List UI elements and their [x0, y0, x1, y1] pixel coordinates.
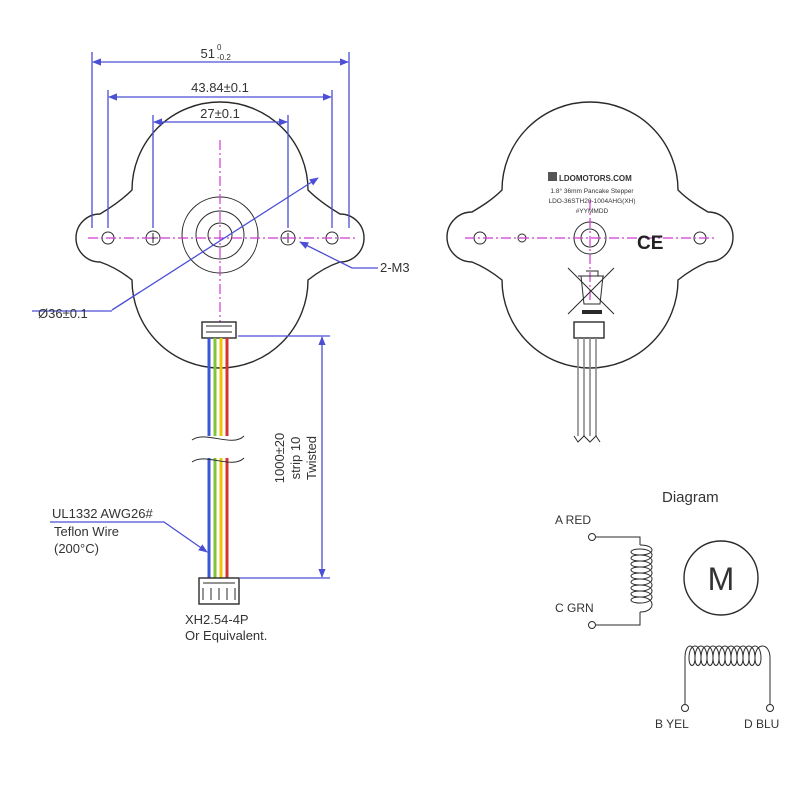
cable-exit — [201, 321, 237, 339]
brand-text: LDOMOTORS.COM — [559, 174, 632, 183]
brand-logo-icon — [548, 172, 557, 181]
front-hub-inner — [207, 222, 233, 248]
back-text-line3: #YYMMDD — [576, 208, 609, 215]
dim-width-tol-lower: -0.2 — [217, 53, 231, 62]
wire-spec-label-2: Teflon Wire — [54, 524, 119, 539]
dim-diameter-leader — [111, 177, 319, 311]
label-b-yel: B YEL — [655, 717, 689, 731]
back-text-line1: 1.8° 36mm Pancake Stepper — [550, 187, 634, 195]
label-c-grn: C GRN — [555, 601, 594, 615]
terminal-a — [588, 533, 596, 541]
dim-cable-label-1: 1000±20 — [272, 433, 287, 484]
wire-bundle — [190, 338, 246, 578]
wire-spec-label-3: (200°C) — [54, 541, 99, 556]
xh-connector — [198, 577, 240, 605]
motor-symbol-label: M — [708, 561, 735, 597]
motor-symbol — [683, 540, 759, 616]
dim-cable-label-2: strip 10 — [288, 437, 303, 480]
wire-break — [190, 436, 246, 458]
back-cable-exit — [573, 321, 605, 339]
terminal-d — [766, 704, 774, 712]
connector-label-1: XH2.54-4P — [185, 612, 249, 627]
dim-width-label: 51 — [201, 46, 215, 61]
wire-spec-leader — [50, 521, 208, 553]
coil-vertical — [630, 544, 653, 613]
terminal-c — [588, 621, 596, 629]
back-wires — [573, 338, 601, 443]
back-text-line2: LDO-36STH20-1004AHG(XH) — [548, 198, 635, 205]
label-d-blu: D BLU — [744, 717, 779, 731]
dim-screw-label: 27±0.1 — [200, 106, 240, 121]
dim-cable-label-3: Twisted — [304, 436, 319, 480]
front-hub-mid — [195, 210, 245, 260]
front-view: 51 0 -0.2 43.84±0.1 27±0.1 Ø36±0.1 2-M3 … — [32, 43, 410, 643]
wiring-diagram: Diagram A RED C GRN M B YEL D BLU — [555, 489, 779, 731]
diagram-title: Diagram — [662, 489, 719, 506]
back-motor-outline — [446, 101, 734, 369]
connector-label-2: Or Equivalent. — [185, 628, 267, 643]
weee-bin-icon — [567, 267, 615, 315]
ce-mark-icon: CE — [637, 233, 663, 254]
dim-width-tol-upper: 0 — [217, 43, 222, 52]
back-view: LDOMOTORS.COM 1.8° 36mm Pancake Stepper … — [446, 101, 734, 443]
terminal-b — [681, 704, 689, 712]
dim-mount-label: 43.84±0.1 — [191, 80, 249, 95]
wire-spec-label-1: UL1332 AWG26# — [52, 506, 153, 521]
coil-horizontal — [684, 645, 771, 705]
label-a-red: A RED — [555, 513, 591, 527]
m3-leader — [299, 241, 378, 269]
dim-diameter-label: Ø36±0.1 — [38, 306, 88, 321]
m3-label: 2-M3 — [380, 260, 410, 275]
